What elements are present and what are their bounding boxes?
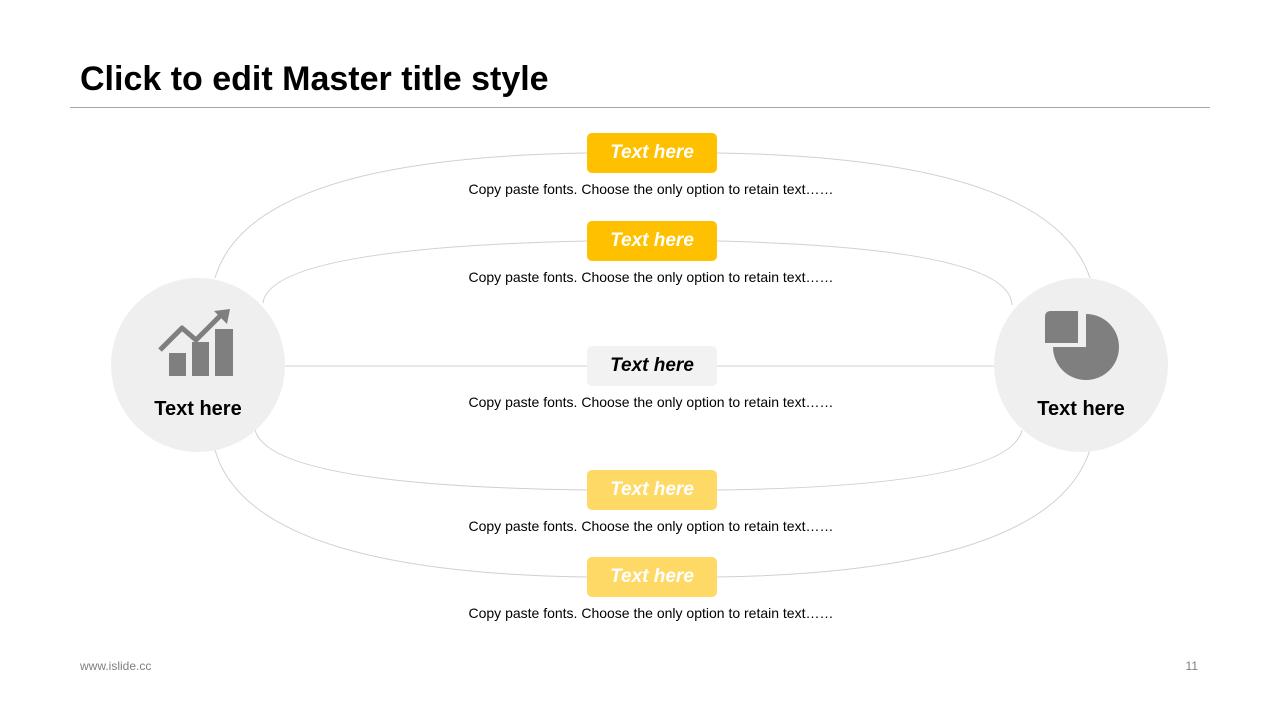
item-5-description[interactable]: Copy paste fonts. Choose the only option… (468, 605, 834, 621)
item-4-description[interactable]: Copy paste fonts. Choose the only option… (468, 518, 834, 534)
item-1-label-box[interactable]: Text here (587, 133, 717, 173)
growth-chart-icon (158, 308, 238, 383)
item-4-label-box[interactable]: Text here (587, 470, 717, 510)
footer-url: www.islide.cc (80, 659, 152, 673)
connector-outer-top (214, 152, 1091, 279)
item-5-label-box[interactable]: Text here (587, 557, 717, 597)
item-2-description[interactable]: Copy paste fonts. Choose the only option… (468, 269, 834, 285)
item-3-description[interactable]: Copy paste fonts. Choose the only option… (468, 394, 834, 410)
connector-inner-bottom (254, 429, 1023, 491)
page-number: 11 (1185, 659, 1198, 673)
left-node-circle[interactable]: Text here (111, 278, 285, 452)
slide-title[interactable]: Click to edit Master title style (80, 60, 549, 98)
item-1-description[interactable]: Copy paste fonts. Choose the only option… (468, 181, 834, 197)
right-node-label: Text here (1037, 398, 1125, 420)
connector-outer-bottom (214, 449, 1091, 578)
item-2-label-box[interactable]: Text here (587, 221, 717, 261)
pie-chart-icon (1041, 308, 1121, 389)
item-3-label-box[interactable]: Text here (587, 346, 717, 386)
left-node-label: Text here (154, 398, 242, 420)
right-node-circle[interactable]: Text here (994, 278, 1168, 452)
connector-inner-top (262, 240, 1013, 306)
title-divider (70, 107, 1210, 108)
